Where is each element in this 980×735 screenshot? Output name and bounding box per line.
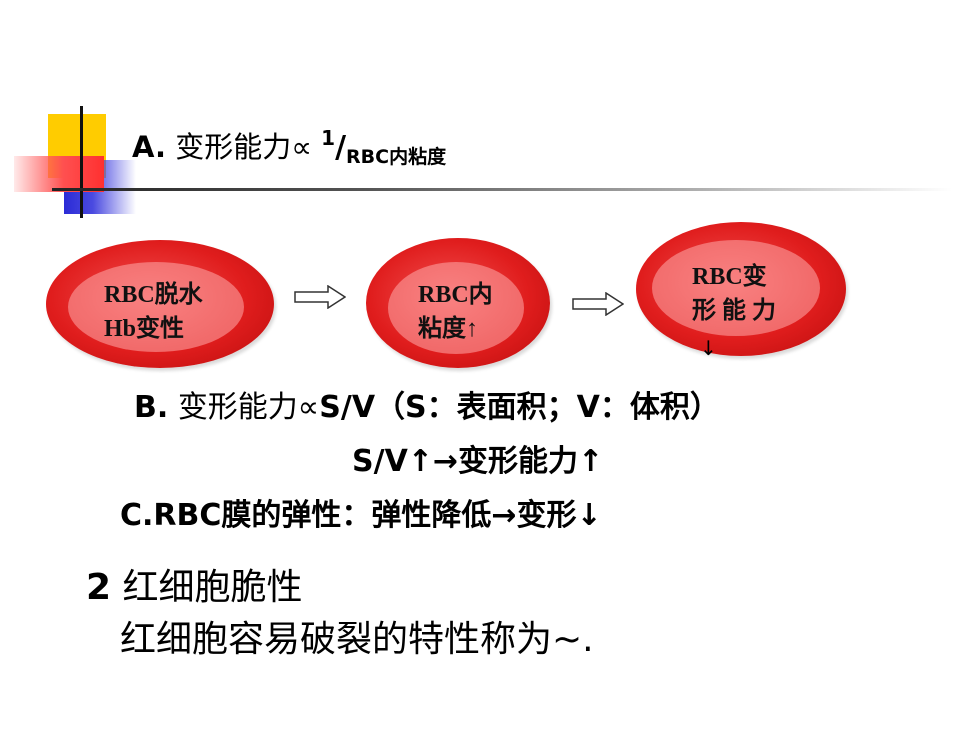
heading-a: A. 变形能力∝ 1/RBC内粘度	[132, 124, 446, 169]
rbc-cell-viscosity: RBC内 粘度↑	[366, 238, 550, 368]
right-arrow-icon	[294, 285, 346, 309]
cell-inner-highlight	[388, 262, 524, 354]
heading-denominator: RBC内粘度	[346, 146, 447, 168]
heading-slash: /	[335, 130, 347, 165]
line-c: C.RBC膜的弹性：弹性降低→变形↓	[120, 498, 602, 533]
down-arrow-icon: ↓	[700, 336, 717, 360]
heading-prefix: A.	[132, 130, 166, 164]
right-arrow-icon	[572, 292, 624, 316]
rbc-cell-dehydration: RBC脱水 Hb变性	[46, 240, 274, 368]
section-2-title-text: 红细胞脆性	[122, 567, 303, 608]
rbc-cell-deformability: RBC变 形 能 力	[636, 222, 846, 356]
line-sv: S/V↑→变形能力↑	[352, 444, 604, 479]
decor-red-bar	[14, 156, 104, 192]
cell-label-viscosity: RBC内 粘度↑	[418, 282, 493, 342]
line-b-rest: S/V（S：表面积；V：体积）	[319, 390, 720, 425]
cell-inner-highlight	[652, 240, 820, 336]
cell-label-dehydration: RBC脱水 Hb变性	[104, 282, 203, 342]
section-2-title: 2 红细胞脆性	[86, 558, 303, 610]
heading-text: 变形能力∝	[175, 130, 312, 164]
title-underline	[52, 188, 952, 191]
line-b-text: 变形能力∝	[177, 390, 320, 425]
line-b: B. 变形能力∝S/V（S：表面积；V：体积）	[134, 382, 720, 426]
cell-inner-highlight	[68, 262, 244, 352]
line-b-prefix: B.	[134, 390, 169, 425]
section-2-number: 2	[86, 567, 112, 608]
section-2-definition: 红细胞容易破裂的特性称为~.	[120, 619, 594, 660]
cell-label-deformability: RBC变 形 能 力	[692, 264, 776, 324]
decor-vertical-line	[80, 106, 83, 218]
heading-numerator: 1	[321, 126, 336, 150]
